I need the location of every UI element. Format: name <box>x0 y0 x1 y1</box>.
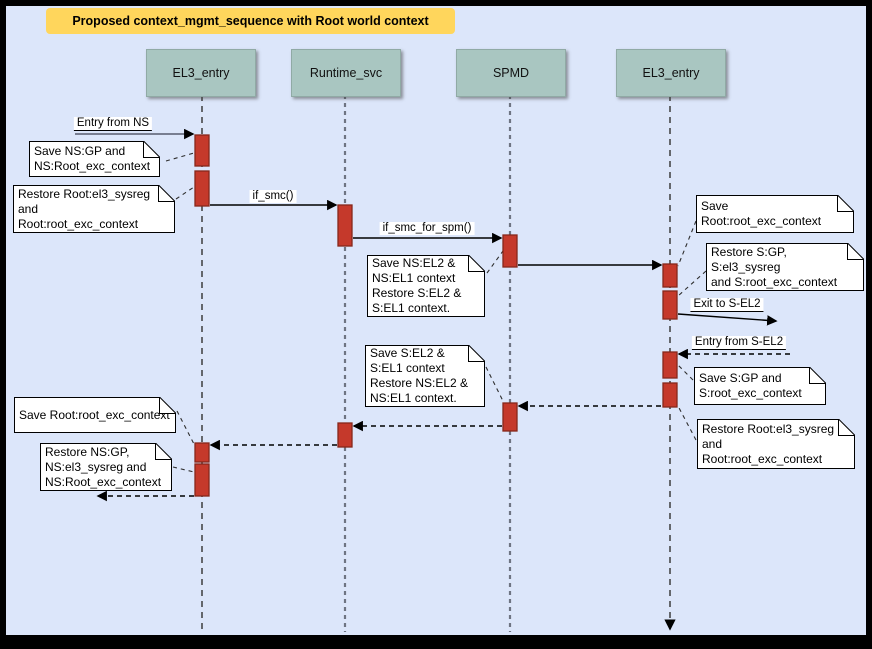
note: Save Root:root_exc_context <box>696 195 854 233</box>
note-text: Restore NS:GP, NS:el3_sysreg and NS:Root… <box>45 444 162 489</box>
note: Save Root:root_exc_context <box>14 397 176 433</box>
activation-bar <box>662 263 678 288</box>
actor-box: EL3_entry <box>146 49 256 97</box>
message-arrow <box>677 313 778 326</box>
note-connector <box>485 366 505 404</box>
note-connector <box>175 186 195 200</box>
message-label: if_smc() <box>249 190 297 203</box>
activation-bar <box>194 463 210 497</box>
note: Restore Root:el3_sysreg and Root:root_ex… <box>13 185 175 233</box>
note-text: Save NS:EL2 & NS:EL1 context Restore S:E… <box>372 256 462 315</box>
note-fold-icon <box>155 443 172 460</box>
activation-bar <box>194 442 210 463</box>
note-text: Save S:GP and S:root_exc_context <box>699 371 802 400</box>
actor-box: SPMD <box>456 49 566 97</box>
note: Save NS:EL2 & NS:EL1 context Restore S:E… <box>367 255 485 317</box>
note-text: Save S:EL2 & S:EL1 context Restore NS:EL… <box>370 346 469 405</box>
activation-bar <box>502 402 518 432</box>
actor-box: Runtime_svc <box>291 49 401 97</box>
note-connector <box>677 220 697 267</box>
note-connector <box>677 405 697 441</box>
note-text: Save NS:GP and NS:Root_exc_context <box>34 144 151 173</box>
note: Save S:GP and S:root_exc_context <box>694 367 826 405</box>
note: Restore S:GP, S:el3_sysreg and S:root_ex… <box>706 243 864 291</box>
message-label: Exit to S-EL2 <box>690 298 764 312</box>
note-fold-icon <box>468 345 485 362</box>
note-fold-icon <box>158 185 175 202</box>
note-text: Restore Root:el3_sysreg and Root:root_ex… <box>702 421 835 466</box>
diagram-title: Proposed context_mgmt_sequence with Root… <box>46 8 455 34</box>
activation-bar <box>502 234 518 268</box>
activation-bar <box>194 170 210 207</box>
sequence-diagram-canvas: Proposed context_mgmt_sequence with Root… <box>6 6 866 635</box>
note-fold-icon <box>468 255 485 272</box>
note-connector <box>172 466 195 473</box>
message-label: Entry from S-EL2 <box>691 336 787 350</box>
note-text: Save Root:root_exc_context <box>701 199 822 228</box>
note-text: Restore Root:el3_sysreg and Root:root_ex… <box>18 186 151 231</box>
message-label: if_smc_for_spm() <box>379 222 475 235</box>
message-label: Entry from NS <box>73 117 153 131</box>
note-fold-icon <box>143 141 160 158</box>
note-text: Save Root:root_exc_context <box>19 407 170 422</box>
activation-bar <box>662 290 678 320</box>
activation-bar <box>662 351 678 379</box>
activation-bar <box>337 422 353 448</box>
note-fold-icon <box>159 397 176 414</box>
note: Save NS:GP and NS:Root_exc_context <box>29 141 160 177</box>
note-fold-icon <box>809 367 826 384</box>
note-fold-icon <box>847 243 864 260</box>
actor-box: EL3_entry <box>616 49 726 97</box>
note-text: Restore S:GP, S:el3_sysreg and S:root_ex… <box>711 244 838 289</box>
diagram-lines-layer <box>75 95 790 632</box>
activation-bar <box>662 382 678 408</box>
note: Save S:EL2 & S:EL1 context Restore NS:EL… <box>365 345 485 407</box>
activation-bar <box>194 134 210 167</box>
note: Restore Root:el3_sysreg and Root:root_ex… <box>697 419 855 469</box>
note-connector <box>677 364 694 381</box>
note: Restore NS:GP, NS:el3_sysreg and NS:Root… <box>40 443 172 491</box>
note-fold-icon <box>837 195 854 212</box>
note-connector <box>176 410 196 447</box>
note-fold-icon <box>838 419 855 436</box>
note-connector <box>165 152 195 162</box>
activation-bar <box>337 204 353 247</box>
note-connector <box>486 250 504 274</box>
note-connector <box>677 270 707 297</box>
